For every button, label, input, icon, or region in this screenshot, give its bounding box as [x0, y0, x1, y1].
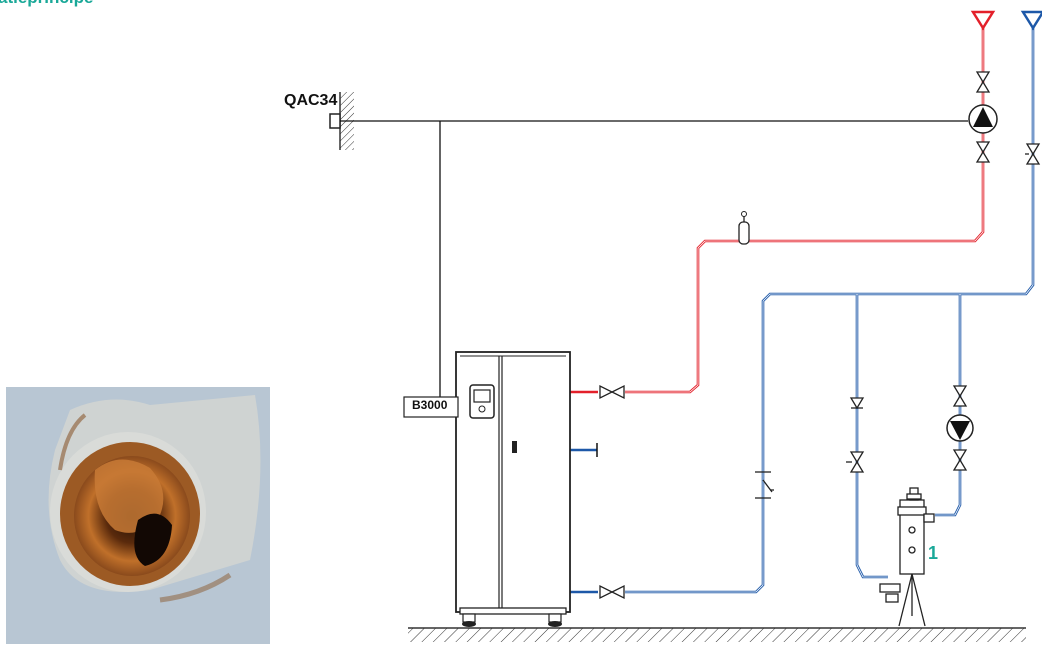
valve-icon [846, 451, 865, 473]
valve-icon [1025, 143, 1041, 165]
pump-icon [946, 414, 974, 442]
page-title: atieprincipe [0, 0, 93, 8]
cold-return-line [570, 26, 1035, 594]
corroded-pipe-photo [6, 387, 270, 644]
valve-icon [952, 385, 968, 471]
check-valve-icon [755, 471, 774, 499]
valve-icon [599, 384, 625, 600]
sensor-label: QAC34 [284, 92, 338, 109]
pump-icon [968, 104, 998, 134]
supply-triangle-icon [970, 10, 996, 31]
check-valve-icon [849, 397, 865, 410]
dirt-separator [879, 487, 935, 627]
control-wiring [340, 120, 968, 407]
hot-supply-line [570, 28, 985, 394]
ground-hatch-icon [408, 627, 1026, 642]
air-vent-icon [738, 211, 750, 245]
valve-icon [975, 71, 991, 163]
component-number-label: 1 [928, 543, 939, 563]
controller-label: B3000 [412, 398, 448, 412]
return-triangle-icon [1020, 10, 1042, 31]
boiler-unit [455, 351, 571, 627]
